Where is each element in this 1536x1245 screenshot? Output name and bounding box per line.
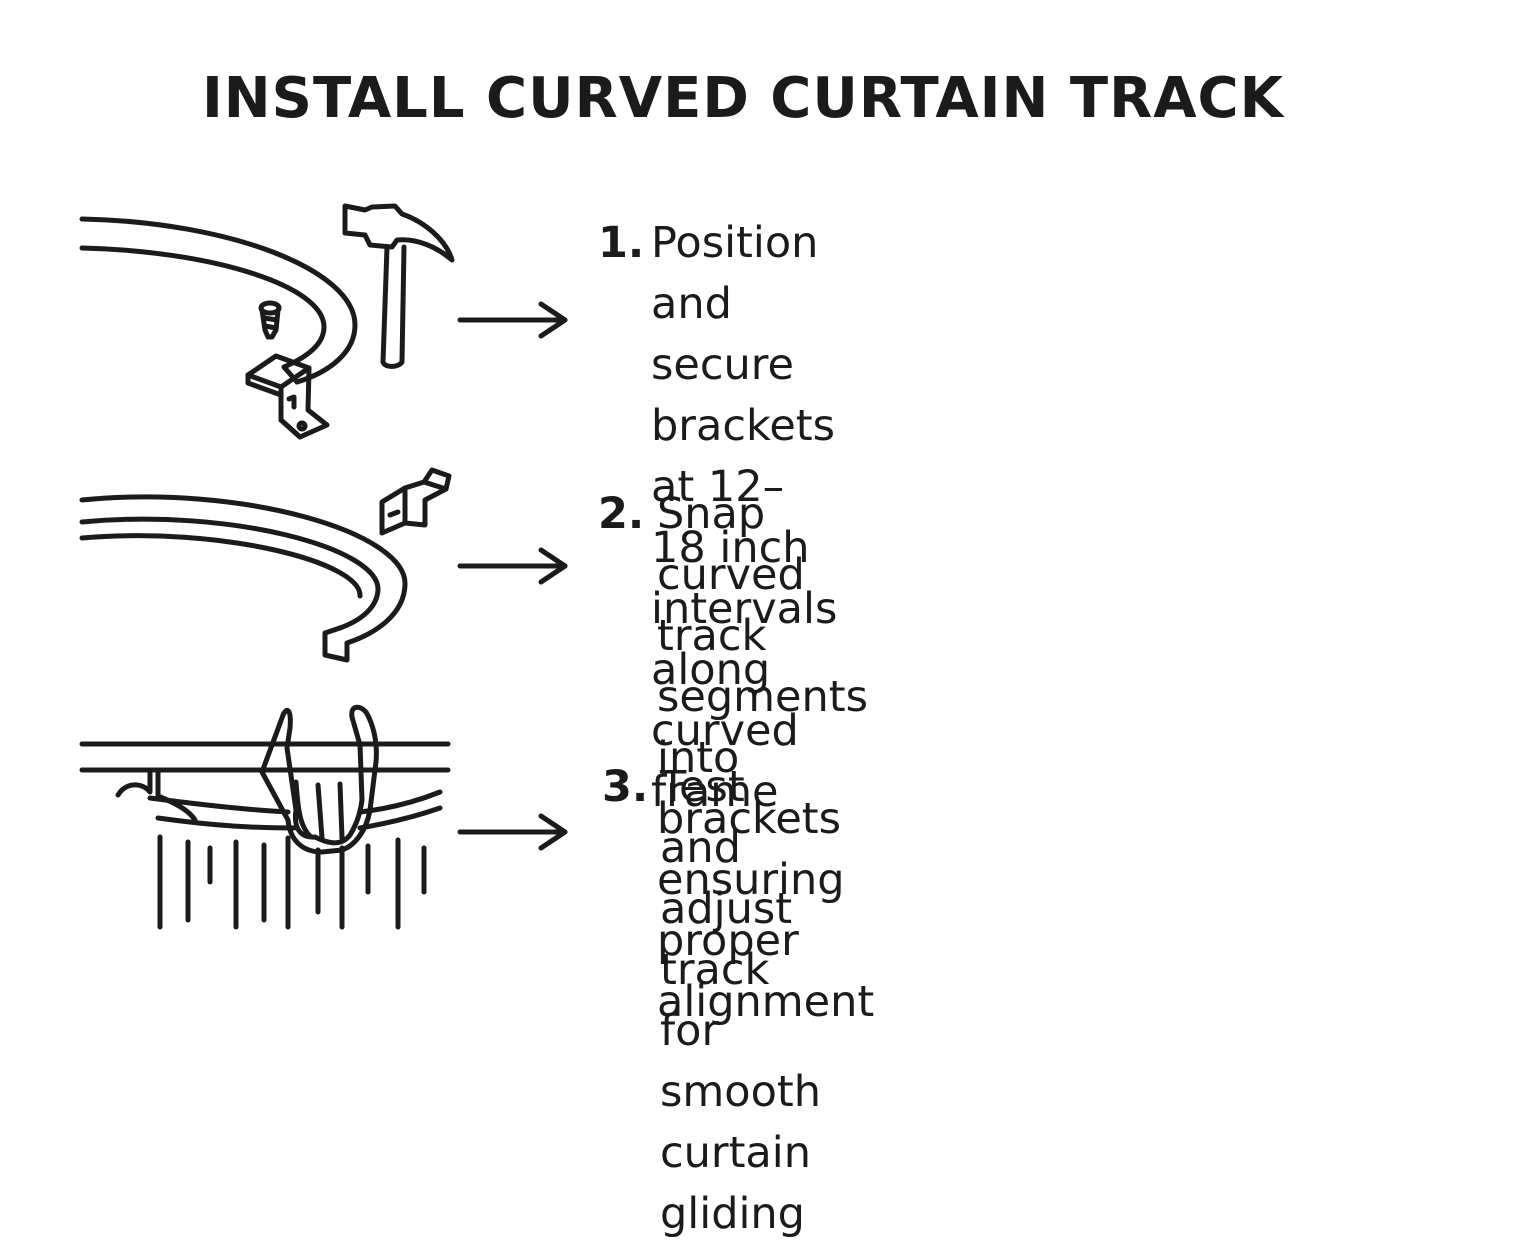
arrow-icon — [457, 813, 568, 851]
arrow-icon — [457, 301, 568, 339]
screw-icon — [258, 300, 282, 340]
hammer-icon — [342, 203, 455, 369]
step-text: Position and secure brackets at 12–18 in… — [651, 218, 838, 817]
step-2-illustration — [79, 467, 568, 663]
step-number: 1. — [598, 218, 645, 268]
instructions-illustration — [79, 203, 568, 930]
step-3-illustration — [79, 704, 568, 930]
page-title: INSTALL CURVED CURTAIN TRACK — [201, 66, 1285, 131]
step-number: 2. — [598, 489, 645, 539]
step-1-illustration — [79, 203, 568, 440]
hand-icon — [259, 704, 379, 855]
curtain-icon — [147, 789, 443, 930]
curved-track-segment-icon — [79, 494, 408, 663]
step-text: Snap curved track segments into brackets… — [657, 489, 875, 1027]
curved-track-icon — [79, 216, 358, 385]
step-text: Test and adjust track for smooth curtain… — [660, 762, 822, 1239]
step-number: 3. — [602, 762, 649, 812]
bracket-icon — [245, 353, 330, 440]
bracket-icon — [379, 467, 452, 536]
arrow-icon — [457, 547, 568, 585]
